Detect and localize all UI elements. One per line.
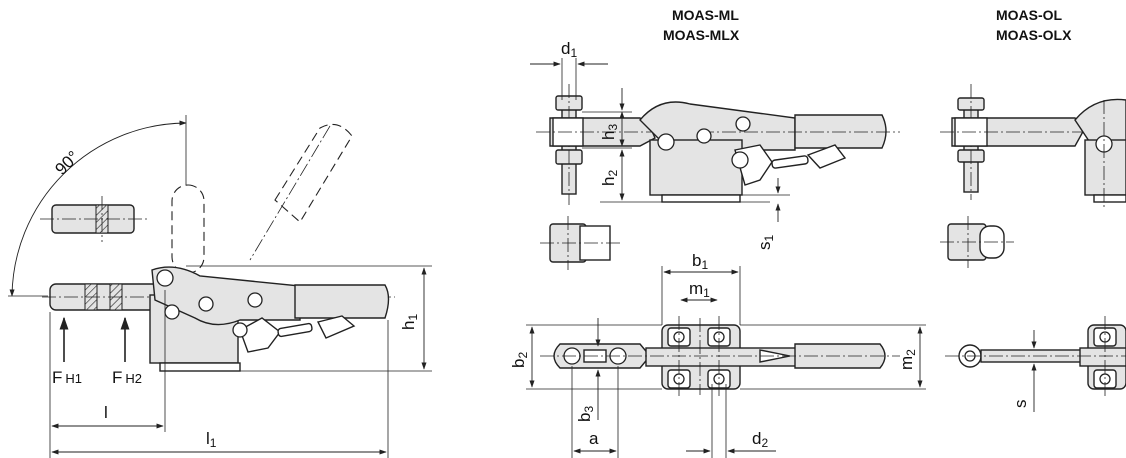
title-moas-ol: MOAS-OL: [996, 7, 1063, 23]
dim-h1-label: h1: [399, 314, 420, 330]
dim-d1-label: d1: [561, 39, 577, 60]
title-moas-ml: MOAS-ML: [672, 7, 739, 23]
top-view-ol: [945, 316, 1126, 412]
dim-s-label: s: [1011, 400, 1030, 409]
side-view-ml: [530, 58, 900, 270]
dim-b1-label: b1: [692, 251, 708, 272]
title-moas-olx: MOAS-OLX: [996, 27, 1072, 43]
side-view-ol: [940, 84, 1126, 268]
dim-b3-label: b3: [575, 406, 596, 422]
dim-m2-label: m2: [897, 349, 918, 370]
titles: MOAS-ML MOAS-MLX MOAS-OL MOAS-OLX: [663, 7, 1072, 43]
dim-h2-label: h2: [599, 170, 620, 186]
dim-h3-label: h3: [599, 124, 620, 140]
dim-m1-label: m1: [689, 279, 710, 300]
dim-l1-label: l1: [206, 429, 217, 450]
dim-d2-label: d2: [752, 429, 768, 450]
top-view-ml: [526, 266, 926, 458]
angle-label: 90°: [51, 147, 83, 179]
title-moas-mlx: MOAS-MLX: [663, 27, 740, 43]
dim-a-label: a: [589, 429, 599, 448]
dim-l-label: l: [104, 403, 108, 422]
dim-s1-label: s1: [755, 235, 776, 251]
dim-b2-label: b2: [509, 352, 530, 368]
side-view-main: [8, 115, 432, 458]
